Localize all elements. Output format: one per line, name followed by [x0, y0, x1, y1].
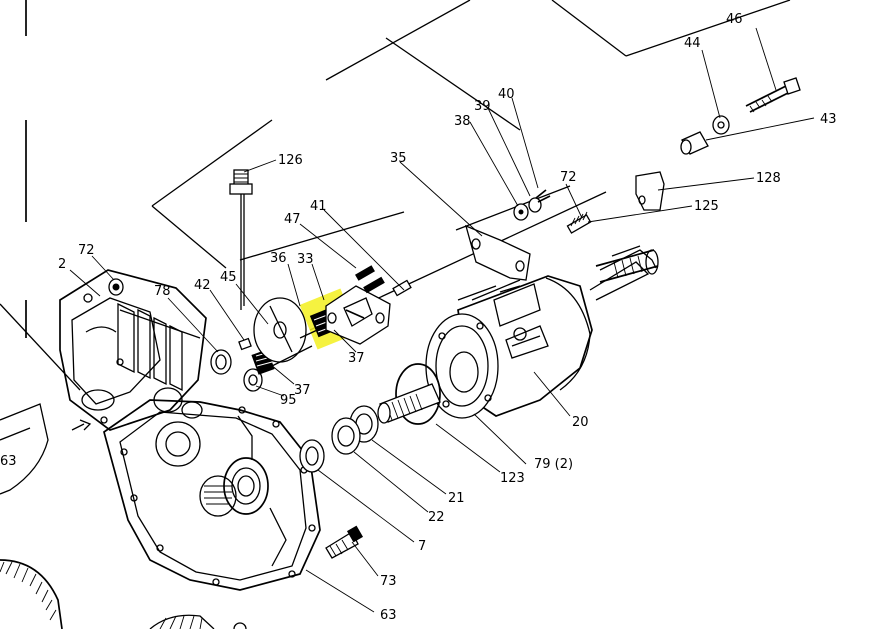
callout-128: 128 — [756, 171, 781, 186]
callout-123: 123 — [500, 471, 525, 486]
callout-22: 22 — [428, 510, 445, 525]
callout-35: 35 — [390, 151, 407, 166]
callout-43: 43 — [820, 112, 837, 127]
callout-79: 79 (2) — [534, 457, 573, 472]
callout-72-left: 72 — [78, 243, 95, 258]
callout-41: 41 — [310, 199, 327, 214]
spacer-43 — [680, 131, 709, 155]
callout-44: 44 — [684, 36, 701, 51]
callout-126: 126 — [278, 153, 303, 168]
callout-33: 33 — [297, 252, 314, 267]
nut-72-left — [108, 278, 124, 296]
bracket-128 — [635, 171, 665, 211]
washer-7 — [299, 439, 325, 473]
spline-shaft — [377, 383, 441, 424]
washer-44 — [712, 115, 730, 135]
callout-125: 125 — [694, 199, 719, 214]
left-housing-shaft — [0, 403, 49, 495]
bolt-73 — [325, 525, 364, 559]
callout-38: 38 — [454, 114, 471, 129]
washer-22 — [331, 417, 361, 455]
callout-21: 21 — [448, 491, 465, 506]
oring-123 — [395, 363, 441, 425]
callout-73: 73 — [380, 574, 397, 589]
bottom-gear — [0, 559, 247, 629]
callout-47: 47 — [284, 212, 301, 227]
callout-2: 2 — [58, 257, 66, 272]
callout-7: 7 — [418, 539, 426, 554]
pin-42 — [238, 337, 252, 351]
plate-41 — [325, 285, 391, 345]
transmission-housing — [59, 269, 207, 431]
callout-63-left: 63 — [0, 454, 17, 469]
washer-38 — [513, 203, 529, 221]
callout-95: 95 — [280, 393, 297, 408]
axle-housing-20 — [457, 245, 659, 417]
bolt-40 — [528, 189, 551, 213]
callout-20: 20 — [572, 415, 589, 430]
callout-78: 78 — [154, 284, 171, 299]
callout-labels: 126 47 41 35 38 39 40 72 72 44 46 43 128… — [0, 12, 837, 623]
case-cover — [103, 399, 321, 591]
callout-46: 46 — [726, 12, 743, 27]
callout-40: 40 — [498, 87, 515, 102]
spring-72-right — [566, 211, 592, 234]
callout-45: 45 — [220, 270, 237, 285]
bearing-95 — [243, 368, 263, 392]
callout-42: 42 — [194, 278, 211, 293]
callout-37-upper: 37 — [348, 351, 365, 366]
callout-37-lower: 37 — [294, 383, 311, 398]
callout-39: 39 — [474, 99, 491, 114]
leader-lines — [69, 27, 815, 613]
plate-35 — [465, 224, 531, 281]
callout-36: 36 — [270, 251, 287, 266]
seal-78 — [210, 349, 232, 375]
fitting-126 — [229, 169, 253, 236]
callout-72-right: 72 — [560, 170, 577, 185]
callout-63-bottom: 63 — [380, 608, 397, 623]
bolt-46 — [745, 77, 801, 113]
